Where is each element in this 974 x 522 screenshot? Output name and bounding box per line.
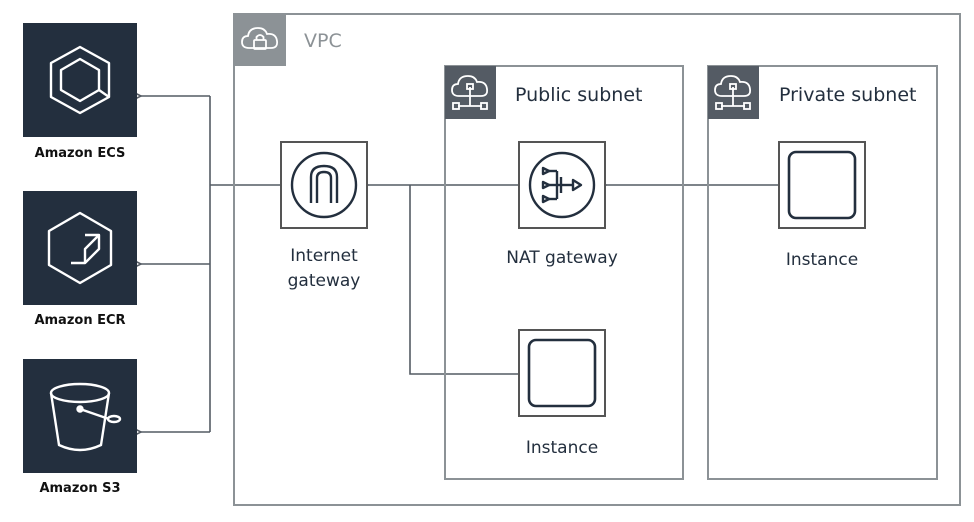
public-subnet-title: Public subnet — [515, 84, 643, 106]
ecr-service-box — [23, 191, 137, 305]
nat-gateway-node — [518, 141, 606, 229]
s3-label: Amazon S3 — [39, 481, 121, 496]
vpc-frame — [233, 13, 961, 506]
ecs-service-box — [23, 23, 137, 137]
internet-gateway-label: Internet gateway — [262, 244, 386, 294]
cloud-lock-icon — [241, 27, 279, 50]
nat-gateway-icon — [528, 151, 596, 219]
nat-gateway-label: NAT gateway — [506, 248, 618, 268]
s3-bucket-icon — [49, 382, 122, 452]
cloud-network-icon — [714, 75, 752, 110]
internet-gateway-label-line1: Internet — [290, 246, 358, 266]
cloud-network-icon — [451, 75, 489, 110]
public-instance-label: Instance — [525, 438, 599, 458]
instance-icon — [787, 150, 857, 220]
ecs-label: Amazon ECS — [34, 146, 126, 161]
internet-gateway-node — [280, 141, 368, 229]
private-subnet-title: Private subnet — [779, 84, 917, 106]
internet-gateway-label-line2: gateway — [287, 271, 361, 291]
s3-service-box — [23, 359, 137, 473]
internet-gateway-icon — [290, 151, 358, 219]
public-subnet-header-badge — [445, 66, 496, 119]
instance-icon — [527, 338, 597, 408]
private-subnet-header-badge — [708, 66, 759, 119]
public-instance-path — [409, 185, 518, 375]
ecs-icon — [49, 45, 111, 115]
vpc-title: VPC — [304, 30, 342, 52]
ecr-icon — [47, 211, 113, 285]
ecr-label: Amazon ECR — [34, 313, 126, 328]
public-instance-node — [518, 329, 606, 417]
vpc-header-badge — [234, 14, 286, 66]
private-subnet-frame — [707, 65, 938, 480]
private-instance-label: Instance — [785, 250, 859, 270]
public-subnet-frame — [444, 65, 684, 480]
private-instance-node — [778, 141, 866, 229]
